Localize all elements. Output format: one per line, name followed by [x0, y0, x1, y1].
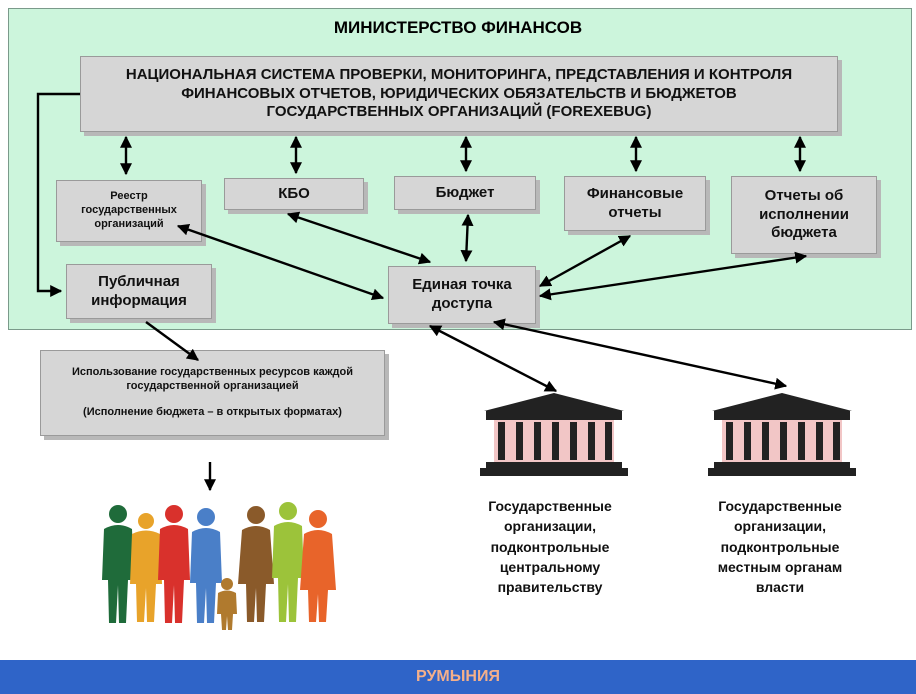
resource-use-line2: (Исполнение бюджета – в открытых формата…	[83, 405, 342, 418]
resource-use-box: Использование государственных ресурсов к…	[40, 350, 385, 436]
footer-country: РУМЫНИЯ	[416, 668, 500, 685]
arrow-access-local	[492, 318, 788, 390]
footer-bar: РУМЫНИЯ	[0, 660, 916, 694]
org-local-caption: Государственные организации, подконтроль…	[717, 498, 843, 596]
ministry-title: МИНИСТЕРСТВО ФИНАНСОВ	[333, 18, 583, 37]
arrow-financial-access	[538, 234, 632, 288]
org-central-caption: Государственные организации, подконтроль…	[488, 498, 612, 596]
kbo-text: КБО	[278, 184, 310, 202]
connector-arrows	[36, 92, 808, 492]
national-system-box: НАЦИОНАЛЬНАЯ СИСТЕМА ПРОВЕРКИ, МОНИТОРИН…	[80, 56, 838, 132]
government-building-icon	[480, 393, 628, 476]
resource-use-line1: Использование государственных ресурсов к…	[71, 366, 354, 393]
arrow-execution-access	[538, 251, 808, 301]
national-system-text: НАЦИОНАЛЬНАЯ СИСТЕМА ПРОВЕРКИ, МОНИТОРИН…	[125, 65, 793, 121]
budget-execution-reports-text: Отчеты об исполнении бюджета	[759, 186, 849, 242]
financial-reports-text: Финансовые отчеты	[586, 184, 684, 221]
single-access-point-text: Единая точка доступа	[412, 276, 512, 312]
arrow-public-resource	[145, 321, 199, 361]
people-group-icon	[102, 502, 336, 630]
arrow-access-central	[428, 324, 558, 393]
financial-reports-box: Финансовые отчеты	[564, 176, 706, 231]
budget-text: Бюджет	[435, 183, 495, 201]
registry-text: Реестр государственных организаций	[81, 190, 177, 230]
public-info-text: Публичная информация	[91, 272, 187, 309]
arrow-system-public-info	[36, 92, 80, 297]
budget-execution-reports-box: Отчеты об исполнении бюджета	[731, 176, 877, 254]
arrow-kbo-access	[286, 211, 432, 265]
budget-box: Бюджет	[394, 176, 536, 210]
single-access-point-box: Единая точка доступа	[388, 266, 536, 324]
government-building-icon	[708, 393, 856, 476]
arrow-registry-access	[176, 223, 385, 301]
arrow-budget-access	[460, 213, 474, 263]
kbo-box: КБО	[224, 178, 364, 210]
